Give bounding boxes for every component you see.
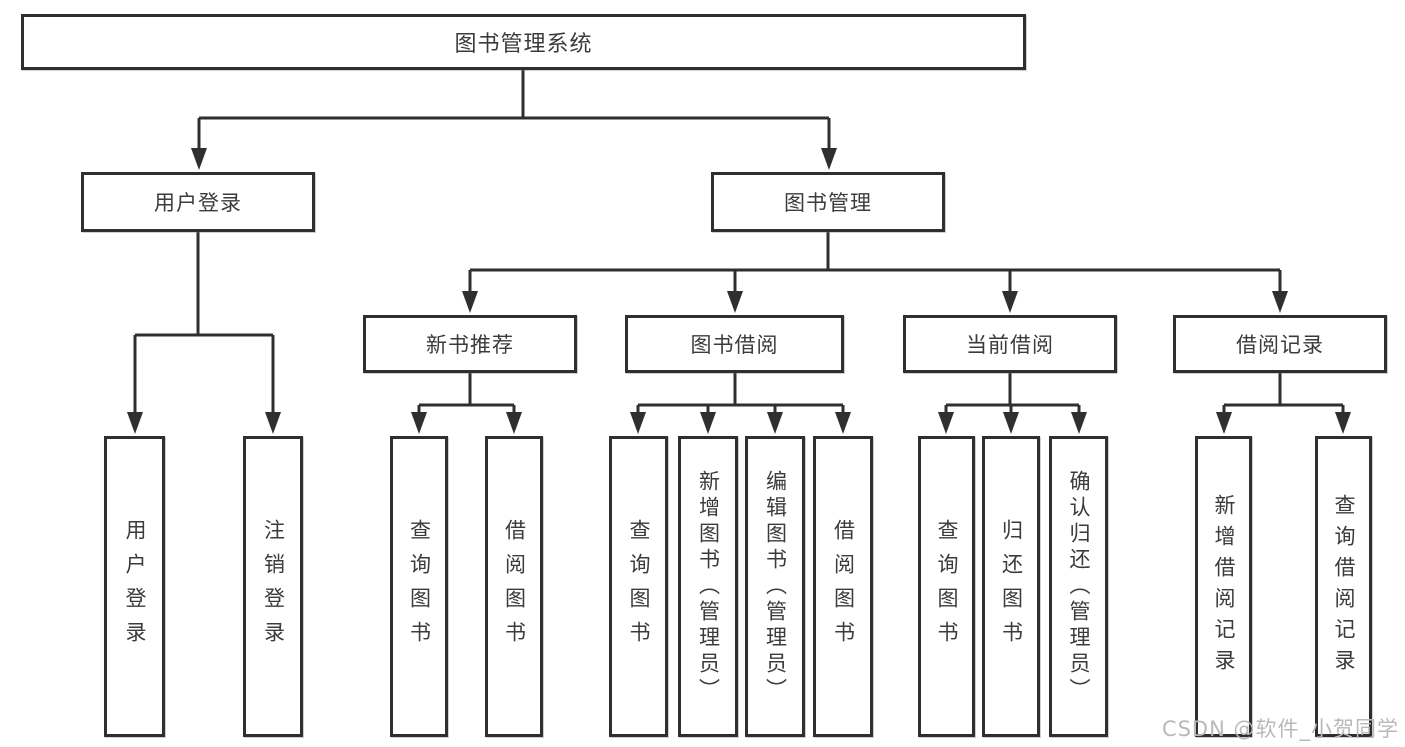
node-user-login: 用户登录	[81, 172, 315, 232]
arrow-down-icon	[727, 291, 743, 313]
leaf-label: 查询图书	[627, 518, 651, 655]
leaf-label: 查询图书	[407, 518, 432, 655]
arrow-down-icon	[630, 412, 646, 434]
arrow-down-icon	[506, 412, 522, 434]
connector-records	[1222, 373, 1345, 416]
csdn-watermark: CSDN @软件_小贺同学	[1161, 717, 1399, 741]
connector-user-login	[133, 232, 275, 416]
leaf-label: 借阅图书	[502, 518, 527, 655]
leaf-add-borrow-record: 新增借阅记录	[1195, 436, 1252, 737]
leaf-label: 编辑图书（管理员）	[763, 469, 788, 704]
arrow-down-icon	[462, 291, 478, 313]
arrow-down-icon	[1003, 412, 1019, 434]
leaf-label: 归还图书	[999, 518, 1024, 655]
leaf-confirm-return-admin: 确认归还（管理员）	[1049, 436, 1108, 737]
node-borrowing-records: 借阅记录	[1173, 315, 1387, 373]
connector-current	[944, 373, 1081, 416]
connector-root	[197, 70, 831, 152]
arrow-down-icon	[191, 148, 207, 170]
node-new-book-recommend: 新书推荐	[363, 315, 577, 373]
leaf-label: 查询图书	[935, 518, 959, 655]
leaf-query-books-borrowing: 查询图书	[609, 436, 668, 737]
arrow-down-icon	[1002, 291, 1018, 313]
leaf-borrow-books-borrowing: 借阅图书	[813, 436, 873, 737]
arrow-heads	[127, 148, 1351, 434]
arrow-down-icon	[1216, 412, 1232, 434]
node-book-borrowing: 图书借阅	[625, 315, 844, 373]
connector-book-management	[468, 232, 1282, 296]
leaf-borrow-books-newbooks: 借阅图书	[485, 436, 543, 737]
leaf-label: 新增借阅记录	[1212, 493, 1236, 680]
leaf-add-book-admin: 新增图书（管理员）	[678, 436, 738, 737]
arrow-down-icon	[1071, 412, 1087, 434]
connector-new-books	[417, 373, 516, 416]
arrow-down-icon	[265, 412, 281, 434]
arrow-down-icon	[1272, 291, 1288, 313]
node-current-borrowing: 当前借阅	[903, 315, 1117, 373]
arrow-down-icon	[821, 148, 837, 170]
node-book-management: 图书管理	[711, 172, 945, 232]
arrow-down-icon	[938, 412, 954, 434]
leaf-label: 注销登录	[261, 518, 286, 655]
leaf-label: 确认归还（管理员）	[1067, 469, 1091, 704]
leaf-label: 借阅图书	[831, 518, 856, 655]
leaf-label: 新增图书（管理员）	[696, 469, 721, 704]
leaf-query-borrow-record: 查询借阅记录	[1315, 436, 1372, 737]
connector-borrowing	[636, 373, 845, 416]
node-library-management-system: 图书管理系统	[21, 14, 1026, 70]
arrow-down-icon	[835, 412, 851, 434]
arrow-down-icon	[127, 412, 143, 434]
leaf-logout: 注销登录	[243, 436, 303, 737]
leaf-query-books-current: 查询图书	[918, 436, 975, 737]
leaf-return-book: 归还图书	[982, 436, 1040, 737]
arrow-down-icon	[767, 412, 783, 434]
leaf-edit-book-admin: 编辑图书（管理员）	[745, 436, 805, 737]
leaf-query-books-newbooks: 查询图书	[390, 436, 448, 737]
arrow-down-icon	[1335, 412, 1351, 434]
arrow-down-icon	[700, 412, 716, 434]
leaf-label: 用户登录	[123, 518, 147, 655]
leaf-label: 查询借阅记录	[1332, 493, 1356, 680]
leaf-user-login: 用户登录	[104, 436, 165, 737]
arrow-down-icon	[411, 412, 427, 434]
